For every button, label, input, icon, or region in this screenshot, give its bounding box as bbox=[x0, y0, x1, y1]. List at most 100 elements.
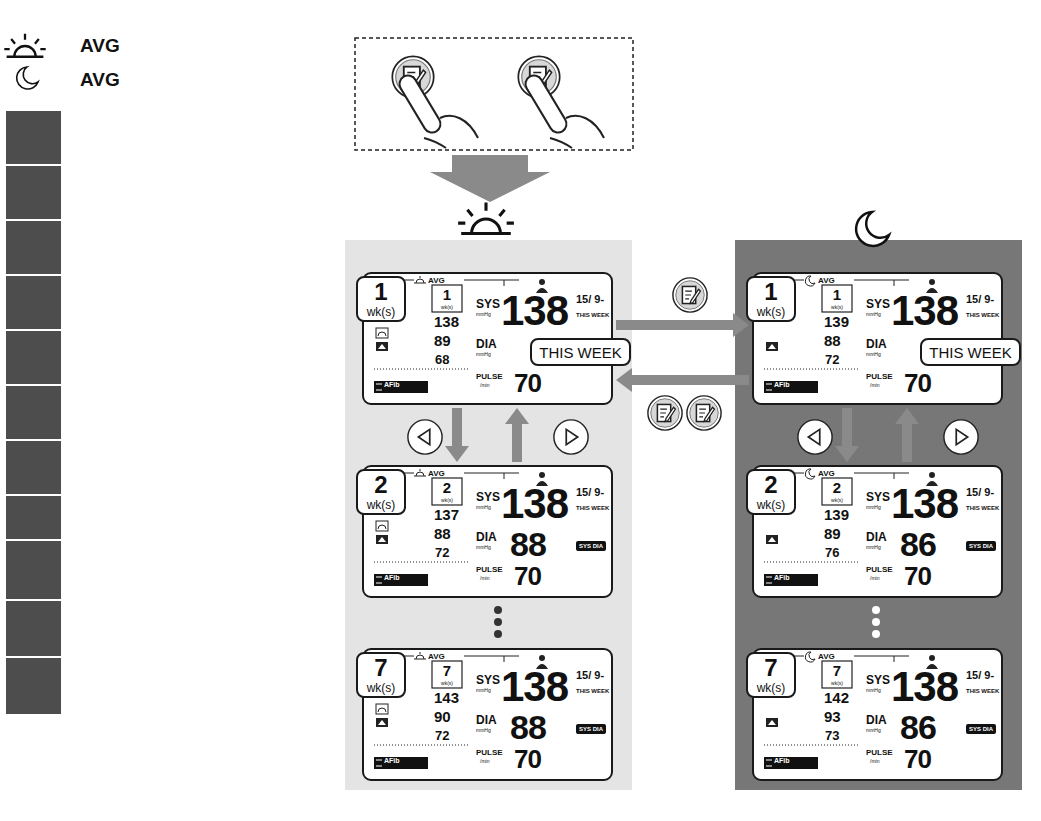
lcd-wkl: wk(s) bbox=[434, 498, 460, 503]
lcd-avg: AVG bbox=[428, 470, 445, 478]
lcd-date: 15/ 9- bbox=[966, 670, 994, 681]
lcd-tw: THIS WEEK bbox=[966, 688, 999, 694]
lcd-afib: AFib bbox=[384, 757, 400, 764]
lcd-big1: 138 bbox=[501, 483, 568, 525]
lcd-big1: 138 bbox=[891, 666, 958, 708]
lcd-diau: mmHg bbox=[866, 352, 881, 357]
lcd-diau: mmHg bbox=[476, 545, 491, 550]
lcd-h1: 139 bbox=[824, 314, 849, 329]
lcd-big2: 88 bbox=[510, 710, 546, 744]
lcd-big1: 138 bbox=[891, 483, 958, 525]
lcd-tw: THIS WEEK bbox=[576, 505, 609, 511]
lcd-diau: mmHg bbox=[476, 352, 491, 357]
lcd-big2: 88 bbox=[510, 527, 546, 561]
callout-text: wk(s) bbox=[367, 499, 396, 511]
lcd-wk: 7 bbox=[824, 663, 850, 678]
lcd-sysu: mmHg bbox=[476, 505, 491, 510]
lcd-diau: mmHg bbox=[476, 728, 491, 733]
lcd-date: 15/ 9- bbox=[966, 294, 994, 305]
lcd-h3: 73 bbox=[825, 729, 839, 742]
lcd-big3: 70 bbox=[514, 746, 541, 772]
week-callout: 1 wk(s) bbox=[746, 276, 796, 322]
callout-text: wk(s) bbox=[757, 499, 786, 511]
callout-text: 2 bbox=[374, 473, 387, 497]
lcd-big3: 70 bbox=[904, 563, 931, 589]
callout-text: 2 bbox=[764, 473, 777, 497]
nav-arrow bbox=[505, 408, 529, 462]
lcd-dia: DIA bbox=[476, 714, 497, 726]
lcd-pulu: /min bbox=[480, 383, 489, 388]
lcd-sys: SYS bbox=[476, 674, 500, 686]
lcd-pulu: /min bbox=[870, 759, 879, 764]
callout-text: 7 bbox=[374, 656, 387, 680]
lcd-pul: PULSE bbox=[476, 566, 503, 574]
week-callout: 1wk(s) bbox=[356, 276, 406, 322]
lcd-h2: 89 bbox=[434, 333, 451, 348]
callout-text: THIS WEEK bbox=[539, 345, 622, 360]
lcd-h2: 93 bbox=[824, 709, 841, 724]
callout-text: wk(s) bbox=[757, 306, 786, 318]
this-week-callout: THIS WEEK bbox=[530, 338, 631, 366]
lcd-wk: 1 bbox=[434, 287, 460, 302]
lcd-h1: 139 bbox=[824, 507, 849, 522]
lcd-wk: 2 bbox=[434, 480, 460, 495]
lcd-diau: mmHg bbox=[866, 545, 881, 550]
lcd-badge: SYS DIA bbox=[966, 541, 996, 551]
lcd-h2: 90 bbox=[434, 709, 451, 724]
lcd-sys: SYS bbox=[476, 298, 500, 310]
lcd-big1: 138 bbox=[501, 666, 568, 708]
lcd-dia: DIA bbox=[476, 338, 497, 350]
lcd-wkl: wk(s) bbox=[824, 305, 850, 310]
lcd-afib: AFib bbox=[384, 381, 400, 388]
lcd-afib: AFib bbox=[774, 574, 790, 581]
lcd-big3: 70 bbox=[514, 370, 541, 396]
lcd-pul: PULSE bbox=[866, 373, 893, 381]
callout-text: wk(s) bbox=[367, 682, 396, 694]
lcd-h1: 138 bbox=[434, 314, 459, 329]
callout-text: wk(s) bbox=[757, 682, 786, 694]
lcd-h1: 142 bbox=[824, 690, 849, 705]
lcd-tw: THIS WEEK bbox=[966, 312, 999, 318]
lcd-wkl: wk(s) bbox=[434, 681, 460, 686]
week-callout: 2 wk(s) bbox=[746, 469, 796, 515]
lcd-avg: AVG bbox=[428, 277, 445, 285]
lcd-big2: 86 bbox=[900, 527, 936, 561]
lcd-sysu: mmHg bbox=[866, 312, 881, 317]
lcd-avg: AVG bbox=[818, 653, 835, 661]
lcd-h3: 72 bbox=[435, 546, 449, 559]
nav-arrow bbox=[616, 368, 749, 392]
callout-text: wk(s) bbox=[367, 306, 396, 318]
lcd-tw: THIS WEEK bbox=[966, 505, 999, 511]
lcd-h1: 137 bbox=[434, 507, 459, 522]
lcd-pul: PULSE bbox=[866, 566, 893, 574]
lcd-sysu: mmHg bbox=[866, 688, 881, 693]
lcd-avg: AVG bbox=[428, 653, 445, 661]
nav-arrow bbox=[445, 408, 469, 462]
lcd-afib: AFib bbox=[774, 381, 790, 388]
lcd-avg: AVG bbox=[818, 277, 835, 285]
lcd-big3: 70 bbox=[904, 746, 931, 772]
lcd-h2: 88 bbox=[824, 333, 841, 348]
lcd-sys: SYS bbox=[866, 491, 890, 503]
lcd-wkl: wk(s) bbox=[434, 305, 460, 310]
lcd-big3: 70 bbox=[904, 370, 931, 396]
lcd-h3: 72 bbox=[825, 353, 839, 366]
lcd-avg: AVG bbox=[818, 470, 835, 478]
callout-text: 1 bbox=[764, 280, 777, 304]
lcd-sys: SYS bbox=[866, 674, 890, 686]
lcd-dia: DIA bbox=[476, 531, 497, 543]
lcd-afib: AFib bbox=[774, 757, 790, 764]
lcd-tw: THIS WEEK bbox=[576, 688, 609, 694]
this-week-callout: THIS WEEK bbox=[920, 338, 1021, 366]
lcd-h3: 72 bbox=[435, 729, 449, 742]
nav-arrow bbox=[616, 313, 749, 337]
lcd-wkl: wk(s) bbox=[824, 498, 850, 503]
lcd-big1: 138 bbox=[891, 290, 958, 332]
lcd-diau: mmHg bbox=[866, 728, 881, 733]
week-callout: 7 wk(s) bbox=[356, 652, 406, 698]
label-text: AVG bbox=[80, 36, 120, 55]
lcd-dia: DIA bbox=[866, 531, 887, 543]
lcd-wk: 1 bbox=[824, 287, 850, 302]
lcd-dia: DIA bbox=[866, 338, 887, 350]
